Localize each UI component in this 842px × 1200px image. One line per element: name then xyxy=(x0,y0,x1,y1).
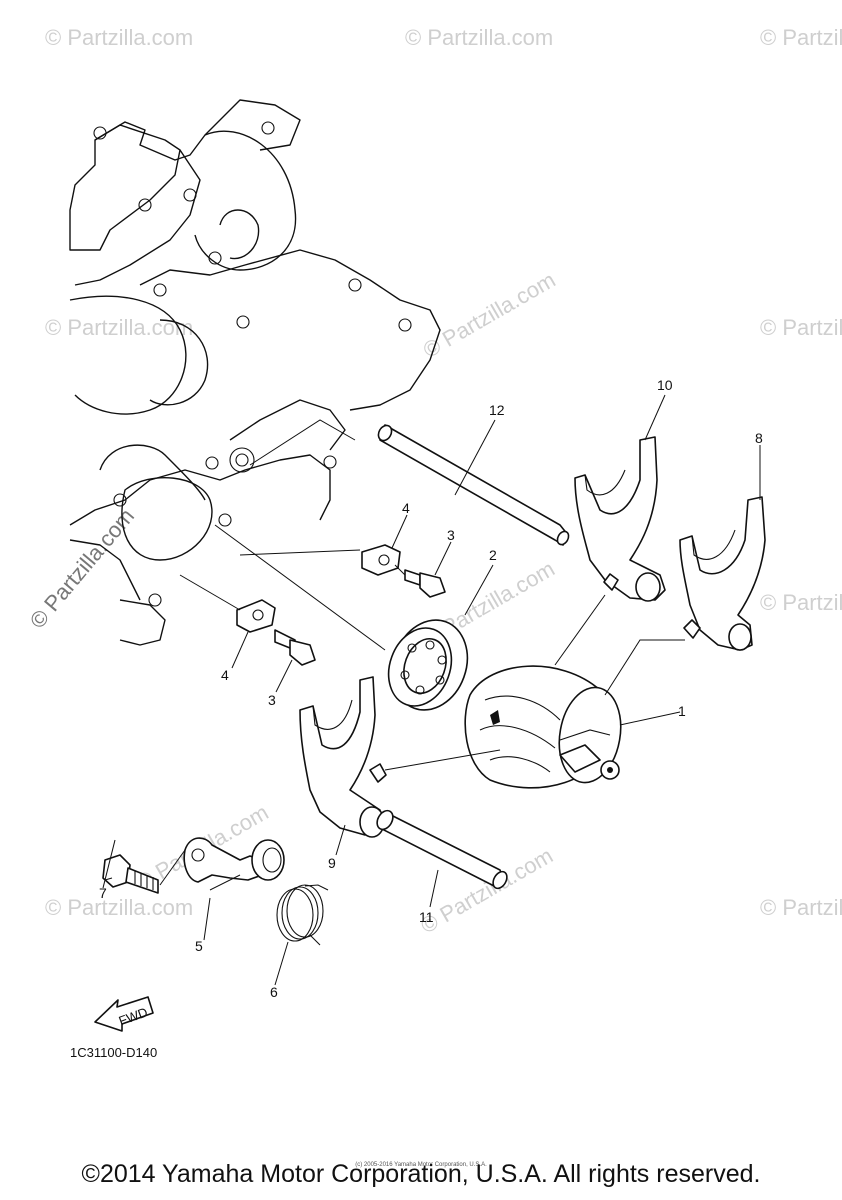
watermark-text: © Partzilla.com xyxy=(405,25,553,50)
crankcase-outline xyxy=(69,99,441,646)
assembly-lines xyxy=(159,419,685,891)
part-11-fork-shaft xyxy=(376,809,508,890)
callout-10: 10 xyxy=(657,377,673,393)
callout-numbers: 1 2 3 3 4 4 5 6 7 8 9 10 11 12 xyxy=(99,377,763,1000)
callout-2: 2 xyxy=(489,547,497,563)
part-12-shift-shaft xyxy=(377,424,570,546)
watermark-text: © Partzilla.com xyxy=(45,895,193,920)
watermark-text: © Partzilla.com xyxy=(760,25,842,50)
callout-4: 4 xyxy=(402,500,410,516)
part-8-shift-fork xyxy=(679,496,766,651)
callout-8: 8 xyxy=(755,430,763,446)
watermark-text: © Partzilla.com xyxy=(760,895,842,920)
fwd-arrow-icon: FWD xyxy=(94,996,154,1032)
leader-lines xyxy=(102,394,761,986)
callout-11: 11 xyxy=(419,909,434,925)
callout-5: 5 xyxy=(195,938,203,954)
tiny-copyright-note: (c) 2005-2016 Yamaha Motor Corporation, … xyxy=(355,1162,487,1168)
part-10-shift-fork xyxy=(574,436,666,602)
callout-7: 7 xyxy=(99,885,107,901)
copyright-footer: ©2014 Yamaha Motor Corporation, U.S.A. A… xyxy=(81,1160,761,1188)
part-4-plate xyxy=(236,544,401,633)
part-9-shift-fork xyxy=(299,676,387,838)
part-6-torsion-spring xyxy=(276,884,329,946)
watermark-text: © Partzilla.com xyxy=(45,315,193,340)
part-2-bearing xyxy=(387,619,469,711)
callout-1: 1 xyxy=(678,703,686,719)
part-5-stopper-lever xyxy=(183,837,285,883)
watermark-text: © Partzilla.com xyxy=(45,25,193,50)
callout-12: 12 xyxy=(489,402,505,418)
watermark-text: © Partzilla.com xyxy=(760,315,842,340)
part-1-shift-drum xyxy=(464,665,622,789)
watermark-text: © Partzilla.com xyxy=(419,267,560,363)
callout-3: 3 xyxy=(447,527,455,543)
callout-9: 9 xyxy=(328,855,336,871)
watermark-text: © Partzilla.com xyxy=(760,590,842,615)
part-3-bolt xyxy=(274,569,446,666)
diagram-code: 1C31100-D140 xyxy=(70,1045,157,1060)
callout-4b: 4 xyxy=(221,667,229,683)
callout-6: 6 xyxy=(270,984,278,1000)
callout-3b: 3 xyxy=(268,692,276,708)
